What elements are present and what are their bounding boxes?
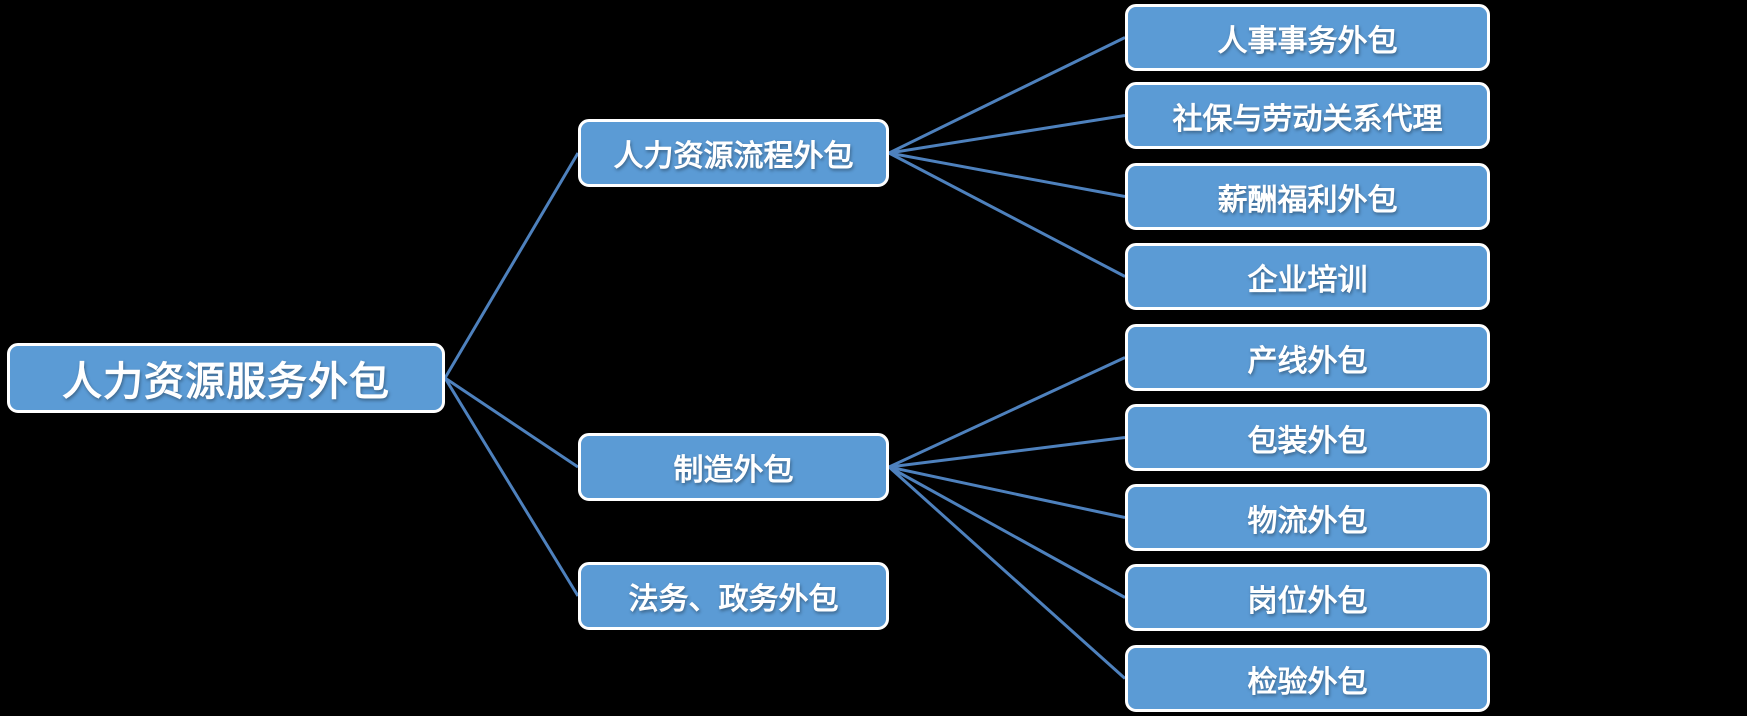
node-hr-services-outsourcing: 人力资源服务外包 [7, 343, 445, 413]
node-label: 薪酬福利外包 [1217, 183, 1398, 217]
node-hr-process-outsourcing: 人力资源流程外包 [578, 119, 889, 187]
node-label: 社保与劳动关系代理 [1172, 102, 1443, 136]
node-manufacturing-outsourcing: 制造外包 [578, 433, 889, 501]
node-inspection-outsourcing: 检验外包 [1125, 645, 1490, 712]
node-label: 人事事务外包 [1217, 24, 1398, 58]
node-label: 制造外包 [673, 454, 794, 487]
node-label: 人力资源流程外包 [613, 140, 854, 173]
node-label: 物流外包 [1247, 504, 1368, 538]
node-legal-government-outsourcing: 法务、政务外包 [578, 562, 889, 630]
node-label: 企业培训 [1247, 263, 1368, 297]
node-label: 人力资源服务外包 [62, 360, 390, 404]
node-label: 包装外包 [1247, 424, 1368, 458]
node-label: 法务、政务外包 [628, 583, 839, 616]
node-compensation-benefits-outsourcing: 薪酬福利外包 [1125, 163, 1490, 230]
node-packaging-outsourcing: 包装外包 [1125, 404, 1490, 471]
node-position-outsourcing: 岗位外包 [1125, 564, 1490, 631]
node-personnel-affairs-outsourcing: 人事事务外包 [1125, 4, 1490, 71]
node-corporate-training: 企业培训 [1125, 243, 1490, 310]
node-label: 检验外包 [1247, 665, 1368, 699]
node-label: 产线外包 [1247, 344, 1368, 378]
node-social-security-labor-relations-agency: 社保与劳动关系代理 [1125, 82, 1490, 149]
node-logistics-outsourcing: 物流外包 [1125, 484, 1490, 551]
node-production-line-outsourcing: 产线外包 [1125, 324, 1490, 391]
node-label: 岗位外包 [1247, 584, 1368, 618]
